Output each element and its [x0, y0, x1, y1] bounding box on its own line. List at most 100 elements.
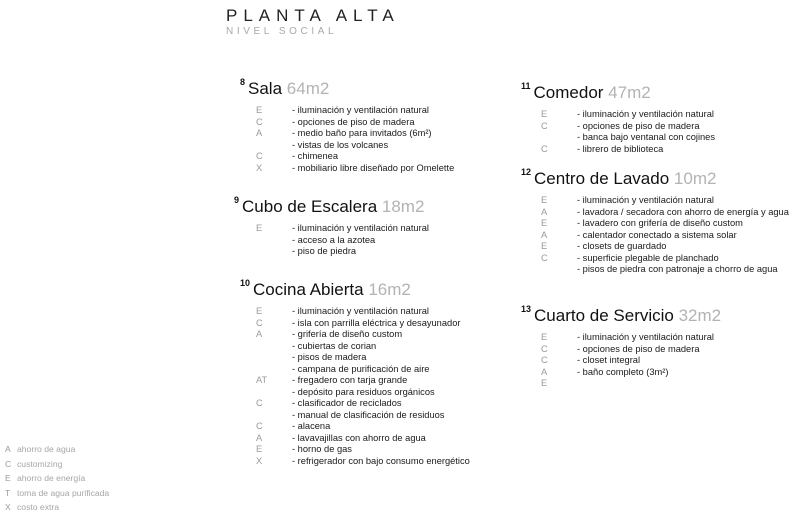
legend-label: toma de agua purificada	[17, 487, 110, 498]
feature-row: E- closets de guardado	[541, 241, 716, 253]
legend-label: ahorro de agua	[17, 444, 76, 454]
feature-row: E- horno de gas	[256, 444, 411, 456]
section-area: 16m2	[368, 280, 411, 299]
feature-row: C - alacena	[256, 421, 411, 433]
feature-list: E- iluminación y ventilación natural C- …	[256, 306, 470, 467]
feature-text: - refrigerador con bajo consumo energéti…	[292, 455, 470, 466]
feature-code: A	[256, 329, 263, 339]
section-area: 32m2	[678, 306, 722, 325]
section-name: Centro de Lavado	[534, 169, 670, 188]
feature-text: - baño completo (3m²)	[577, 366, 669, 377]
feature-code: C	[541, 343, 548, 354]
feature-row: - manual de clasificación de residuos	[256, 410, 444, 422]
page-title: PLANTA ALTA	[226, 6, 400, 25]
feature-row: AT- fregadero con tarja grande	[256, 375, 411, 387]
feature-row: A- baño completo (3m²)	[541, 367, 721, 379]
section-area: 10m2	[673, 169, 717, 188]
feature-row: E	[541, 378, 721, 390]
feature-text: - librero de biblioteca	[577, 143, 664, 154]
feature-text: - opciones de piso de madera	[577, 120, 700, 131]
feature-code: E	[541, 378, 548, 388]
feature-row: C - opciones de piso de madera	[256, 116, 415, 129]
feature-text: - pisos de piedra con patronaje a chorro…	[577, 264, 778, 274]
feature-text: - iluminación y ventilación natural	[292, 223, 429, 233]
feature-row: E- iluminación y ventilación natural	[541, 109, 714, 121]
feature-row: E- iluminación y ventilación natural	[541, 332, 721, 344]
feature-text: - medio baño para invitados (6m²)	[292, 128, 432, 138]
legend-code: C	[5, 458, 12, 469]
feature-row: A - calentador conectado a sistema solar	[541, 229, 737, 242]
feature-text: - lavadora / secadora con ahorro de ener…	[577, 206, 789, 217]
feature-row: C- opciones de piso de madera	[541, 344, 721, 356]
feature-row: C - opciones de piso de madera	[541, 120, 700, 133]
feature-text: - campana de purificación de aire	[292, 363, 430, 374]
feature-text: - calentador conectado a sistema solar	[577, 229, 737, 240]
feature-code: C	[541, 120, 548, 131]
feature-code: A	[256, 128, 263, 138]
feature-row: A- lavavajillas con ahorro de agua	[256, 433, 426, 445]
section-name: Cocina Abierta	[253, 280, 364, 299]
feature-code: E	[256, 444, 263, 454]
legend-code: X	[5, 502, 11, 512]
feature-list: E- iluminación y ventilación natural C- …	[541, 332, 721, 390]
feature-code: C	[256, 116, 263, 127]
feature-text: - opciones de piso de madera	[292, 116, 415, 127]
legend-code: E	[5, 473, 11, 483]
section-name: Cubo de Escalera	[242, 197, 378, 216]
section-number: 9	[234, 195, 240, 205]
feature-list: E - iluminación y ventilación natural A - …	[541, 195, 789, 276]
section-area: 18m2	[381, 197, 425, 216]
feature-row: - piso de piedra	[256, 246, 424, 258]
feature-code: A	[541, 229, 548, 240]
feature-row: - campana de purificación de aire	[256, 364, 429, 376]
feature-text: - closet integral	[577, 355, 641, 365]
feature-row: - banca bajo ventanal con cojines	[541, 132, 715, 144]
feature-row: - pisos de madera	[256, 352, 411, 364]
feature-row: X- mobiliario libre diseñado por Omelett…	[256, 162, 454, 175]
feature-code: E	[541, 218, 548, 228]
feature-code: E	[541, 195, 548, 205]
feature-text: - vistas de los volcanes	[292, 139, 389, 150]
page-subtitle: NIVEL SOCIAL	[226, 26, 338, 37]
feature-code: AT	[256, 375, 268, 385]
feature-row: E - iluminación y ventilación natural	[541, 195, 716, 207]
feature-list: E - iluminación y ventilación natural - a…	[256, 223, 429, 258]
section-name: Cuarto de Servicio	[534, 306, 674, 325]
feature-list: E- iluminación y ventilación natural C- …	[256, 105, 454, 175]
feature-text: - grifería de diseño custom	[292, 329, 403, 339]
feature-text: - pisos de madera	[292, 352, 367, 362]
feature-code: C	[256, 317, 263, 328]
feature-row: C- chimenea	[256, 151, 338, 163]
feature-row: - depósito para residuos orgánicos	[256, 387, 435, 399]
feature-text: - cubiertas de corian	[292, 340, 377, 351]
feature-code: C	[541, 355, 548, 365]
feature-row: - acceso a la azotea	[256, 235, 424, 247]
feature-row: - cubiertas de corian	[256, 341, 411, 353]
feature-text: - iluminación y ventilación natural	[577, 195, 714, 205]
feature-text: - chimenea	[292, 151, 338, 161]
feature-text: - lavavajillas con ahorro de agua	[292, 432, 426, 443]
feature-row: E- iluminación y ventilación natural	[256, 105, 429, 117]
feature-text: - alacena	[292, 421, 331, 431]
feature-code: E	[256, 223, 263, 233]
feature-row: - vistas de los volcanes	[256, 140, 388, 152]
feature-code: X	[256, 455, 263, 466]
feature-text: - depósito para residuos orgánicos	[292, 386, 435, 397]
feature-text: - iluminación y ventilación natural	[292, 306, 429, 316]
feature-code: C	[256, 421, 263, 431]
feature-code: X	[256, 162, 263, 173]
feature-row: C - closet integral	[541, 355, 721, 367]
legend-code: T	[5, 487, 11, 498]
